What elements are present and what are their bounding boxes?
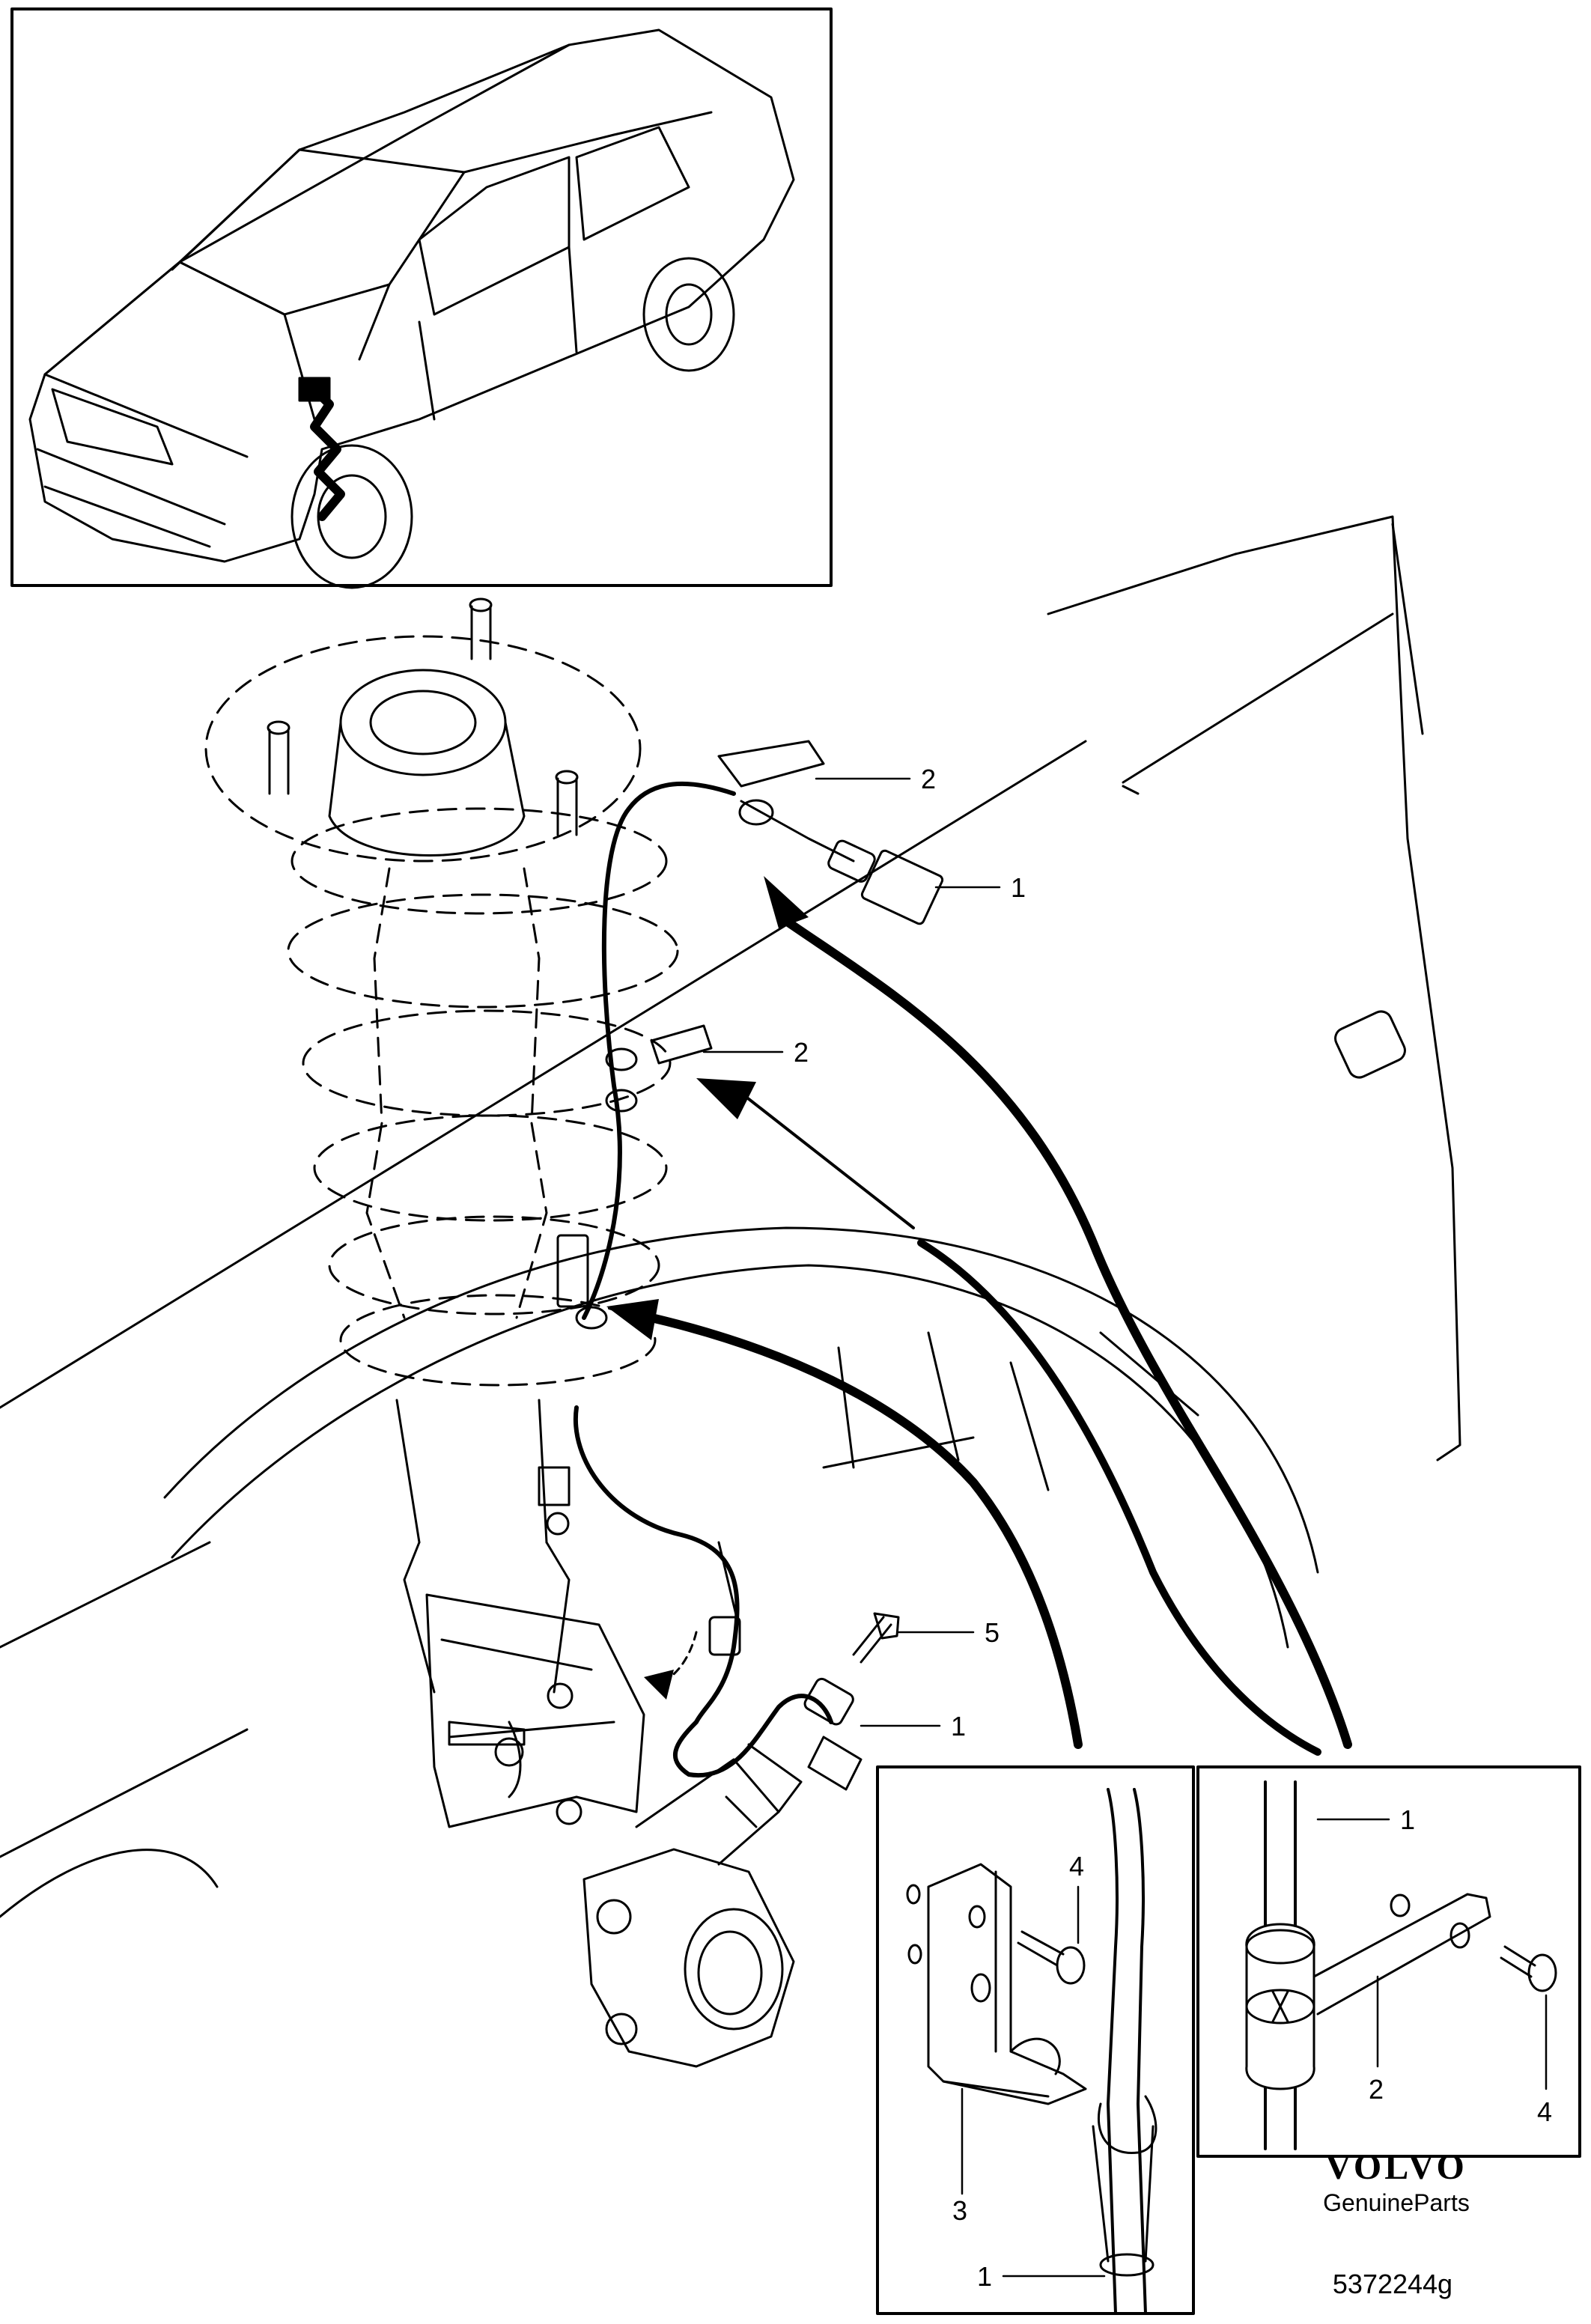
- callout-2-middle: 2: [794, 1037, 809, 1068]
- detail-inset-left: [876, 1765, 1195, 2315]
- callout-4-inset-right: 4: [1537, 2096, 1552, 2127]
- callout-5-bolt: 5: [985, 1617, 1000, 1648]
- callout-1-inset-right: 1: [1400, 1804, 1415, 1835]
- sensor-cable: [556, 740, 944, 1791]
- callout-2-inset-right: 2: [1369, 2074, 1384, 2105]
- volvo-logo: VOLVO GenuineParts: [1284, 2147, 1509, 2218]
- brand-subtitle: GenuineParts: [1323, 2189, 1470, 2216]
- callout-leaders: [702, 777, 1001, 1727]
- brand-name: VOLVO: [1325, 2147, 1467, 2187]
- callout-4-inset-left: 4: [1069, 1851, 1084, 1882]
- car-overview-inset: [10, 7, 833, 589]
- callout-3-inset-left: 3: [952, 2195, 967, 2226]
- drawing-number: 5372244g: [1332, 2269, 1453, 2299]
- callout-1-inset-left: 1: [977, 2261, 992, 2292]
- callout-1-sensor: 1: [951, 1711, 966, 1742]
- body-panel: [0, 515, 1461, 1918]
- direction-arrows: [606, 876, 1352, 1756]
- strut-assembly: [204, 597, 679, 1694]
- callout-2-top: 2: [921, 764, 936, 794]
- callout-numbers: 2 1 2 5 1 4 3 1 1 2 4: [794, 764, 1552, 2292]
- callout-1-connector: 1: [1011, 872, 1026, 903]
- detail-inset-right: [1196, 1765, 1581, 2158]
- steering-knuckle: [425, 1593, 803, 2068]
